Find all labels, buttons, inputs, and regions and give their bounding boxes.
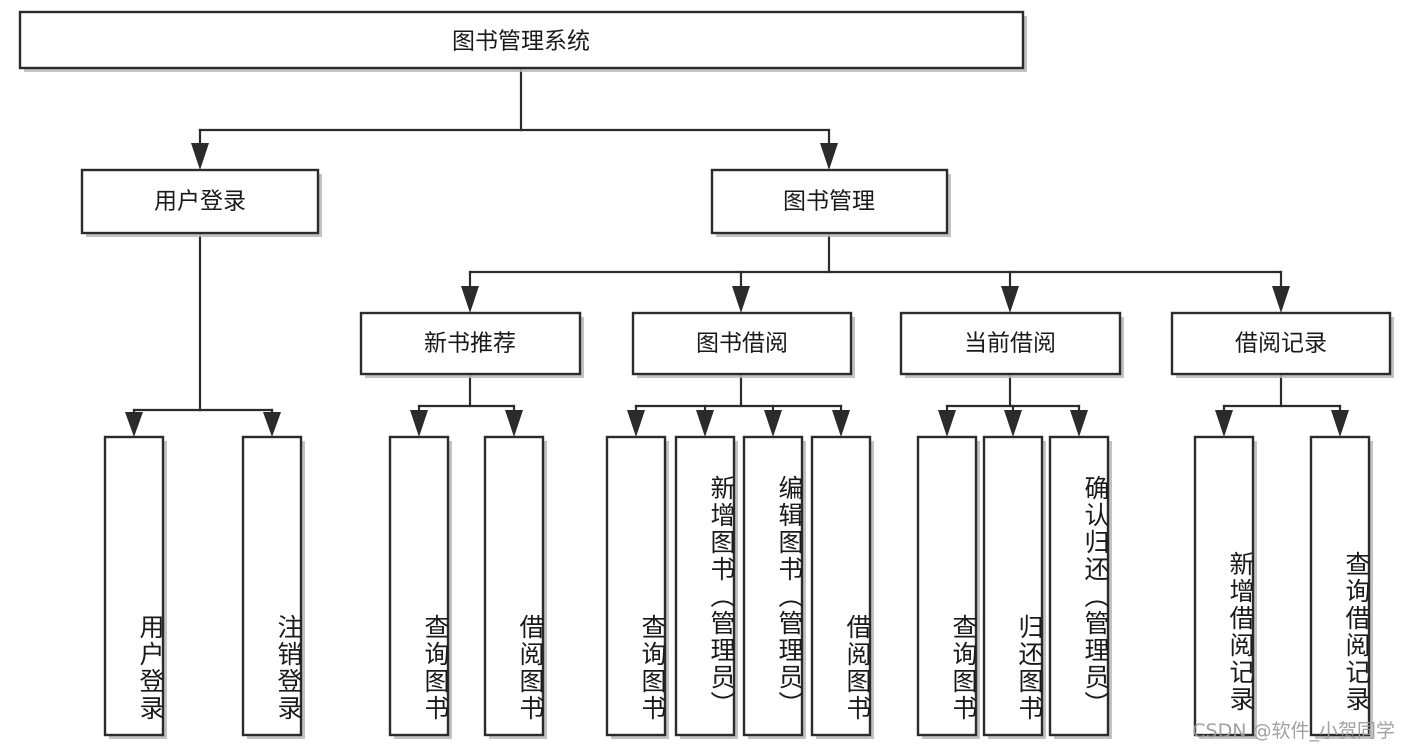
arrowhead-user-login: [191, 143, 209, 170]
csdn-watermark: CSDN @软件_小贺同学: [1192, 720, 1395, 742]
arrowhead-book-borrow: [732, 286, 750, 313]
node-current-borrow-label: 当前借阅: [964, 331, 1056, 357]
node-root-label: 图书管理系统: [452, 29, 590, 55]
node-book-borrow[interactable]: 图书借阅: [631, 311, 855, 378]
arrowhead-leaf-borrow-book-1: [505, 410, 523, 437]
node-leaf-confirm-return[interactable]: [1048, 435, 1112, 739]
node-leaf-return-book[interactable]: [982, 435, 1046, 739]
node-borrow-record-label: 借阅记录: [1235, 331, 1327, 357]
arrowhead-new-book-rec: [461, 286, 479, 313]
node-book-borrow-label: 图书借阅: [696, 331, 788, 357]
node-current-borrow[interactable]: 当前借阅: [899, 311, 1124, 378]
arrowhead-leaf-logout: [263, 412, 281, 437]
node-borrow-record[interactable]: 借阅记录: [1170, 311, 1394, 378]
node-leaf-query-book-3[interactable]: [916, 435, 980, 739]
node-leaf-logout[interactable]: [241, 435, 305, 739]
arrowhead-leaf-return-book: [1004, 410, 1022, 437]
node-leaf-edit-book[interactable]: [742, 435, 806, 739]
node-book-manage-label: 图书管理: [783, 189, 875, 215]
arrowhead-leaf-query-book-3: [938, 410, 956, 437]
arrowhead-leaf-user-login: [125, 412, 143, 437]
node-user-login-label: 用户登录: [154, 189, 246, 215]
node-leaf-query-record[interactable]: [1309, 435, 1373, 739]
nodes-layer: 图书管理系统 用户登录 图书管理 新书推荐: [18, 10, 1394, 739]
node-leaf-borrow-book-1[interactable]: [483, 435, 547, 739]
node-new-book-rec[interactable]: 新书推荐: [359, 311, 584, 378]
arrowhead-borrow-record: [1272, 286, 1290, 313]
node-leaf-borrow-book-2[interactable]: [810, 435, 874, 739]
node-new-book-rec-label: 新书推荐: [424, 331, 516, 357]
node-leaf-add-book[interactable]: [674, 435, 738, 739]
node-leaf-user-login[interactable]: [103, 435, 167, 739]
node-leaf-query-book-2[interactable]: [605, 435, 669, 739]
arrowhead-leaf-confirm-return: [1070, 410, 1088, 437]
node-leaf-add-record[interactable]: [1193, 435, 1257, 739]
node-root[interactable]: 图书管理系统: [18, 10, 1027, 72]
arrowhead-book-manage: [820, 143, 838, 170]
arrowhead-leaf-query-book-2: [627, 410, 645, 437]
arrowhead-leaf-add-book: [696, 410, 714, 437]
arrowhead-leaf-add-record: [1215, 410, 1233, 437]
arrowhead-leaf-edit-book: [764, 410, 782, 437]
connectors-layer: [125, 66, 1349, 437]
arrowhead-leaf-borrow-book-2: [832, 410, 850, 437]
node-leaf-query-book-1[interactable]: [388, 435, 452, 739]
arrowhead-current-borrow: [1001, 286, 1019, 313]
node-book-manage[interactable]: 图书管理: [710, 168, 951, 237]
node-user-login[interactable]: 用户登录: [80, 168, 322, 237]
arrowhead-leaf-query-book-1: [410, 410, 428, 437]
arrowhead-leaf-query-record: [1331, 410, 1349, 437]
